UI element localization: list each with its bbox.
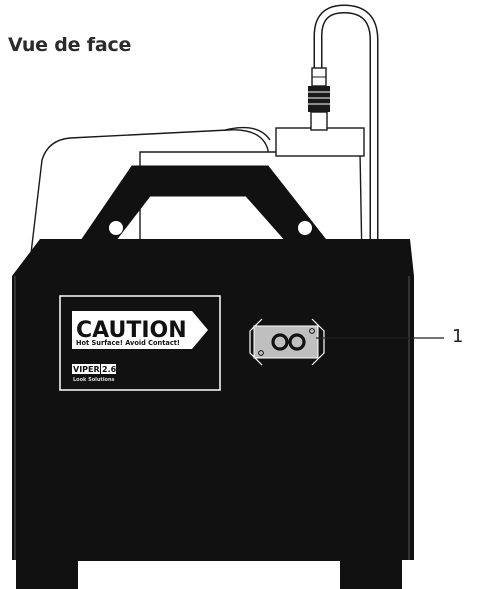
foot-left <box>16 556 78 589</box>
view-title: Vue de face <box>8 34 132 56</box>
handle-rivet-left <box>109 221 123 235</box>
connector-socket-left <box>271 333 289 351</box>
connector-socket-right <box>288 333 306 351</box>
coupling-bracket <box>275 127 365 157</box>
caution-subheading: Hot Surface! Avoid Contact! <box>76 339 180 347</box>
plate-screw-bottom <box>258 350 264 356</box>
coupling-body <box>308 86 330 112</box>
main-housing <box>12 239 414 560</box>
tank-top-right <box>224 126 271 141</box>
caution-arrow <box>72 311 208 349</box>
hose-inner <box>315 5 377 265</box>
connector-bracket-right <box>311 318 325 366</box>
callout-label-1: 1 <box>452 326 464 347</box>
foot-right <box>340 556 402 589</box>
foot-gap <box>78 560 340 589</box>
brand-version: 2.6 <box>102 365 117 374</box>
connector-bracket-left <box>249 318 263 366</box>
handle-rivet-right <box>298 221 312 235</box>
brand-badge <box>72 364 100 374</box>
brand-model: VIPER <box>73 365 100 374</box>
coupling-nut <box>310 111 328 131</box>
plate-screw-top <box>309 328 315 334</box>
version-badge <box>101 364 116 374</box>
brand-maker: Look Solutions <box>73 377 115 383</box>
caution-heading: CAUTION <box>76 318 187 343</box>
